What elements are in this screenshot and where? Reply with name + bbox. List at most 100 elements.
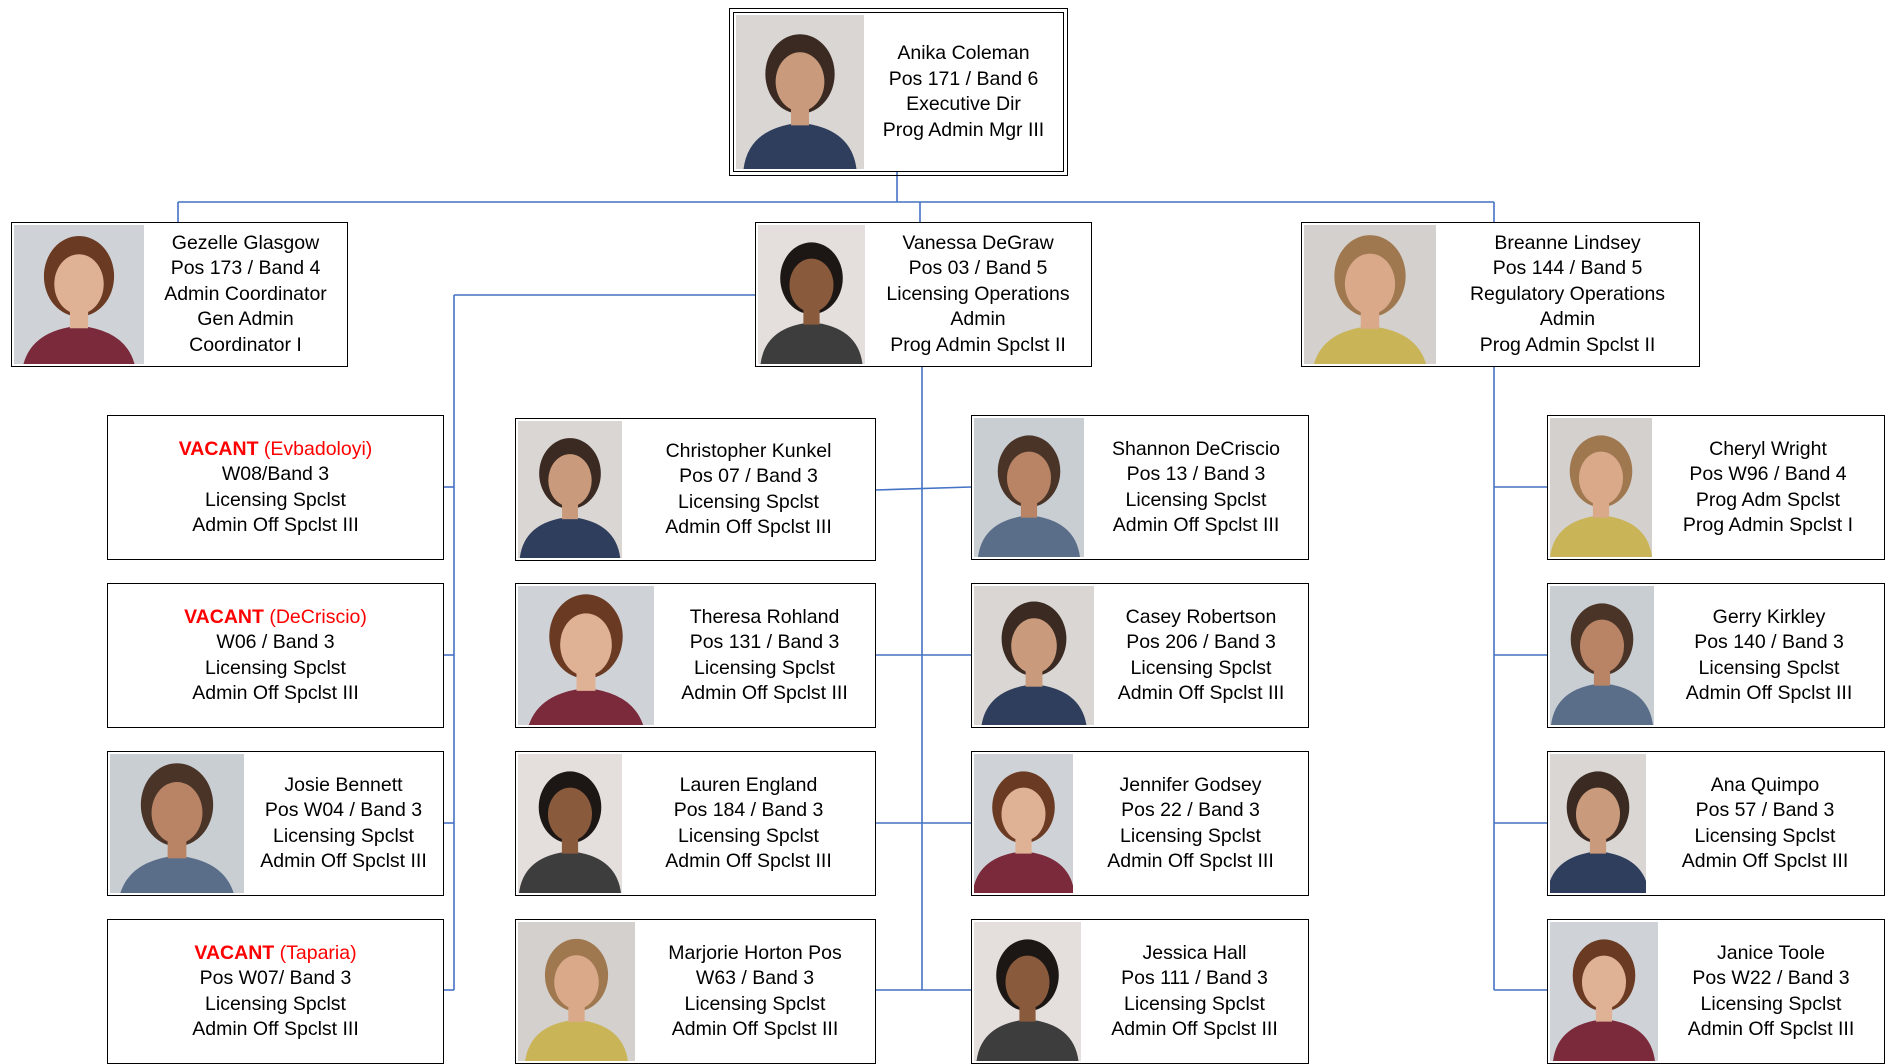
portrait-photo [1304,225,1436,364]
card-line: Pos 57 / Band 3 [1695,799,1835,821]
former-holder: (DeCriscio) [269,605,367,628]
portrait-graphic [974,754,1073,893]
person-card: Casey Robertson Pos 206 / Band 3 Licensi… [971,583,1309,728]
card-line: Prog Admin Spclst I [1682,514,1854,536]
card-line: Admin Off Spclst III [192,682,359,704]
card-line: Admin [950,308,1006,331]
person-card-manager: Breanne Lindsey Pos 144 / Band 5 Regulat… [1301,222,1700,367]
card-line: Executive Dir [906,93,1021,115]
portrait-graphic [1550,922,1658,1061]
person-name: Cheryl Wright [1709,437,1827,460]
card-line: Pos W07/ Band 3 [199,967,352,989]
former-holder: (Taparia) [279,941,357,964]
person-card: Lauren England Pos 184 / Band 3 Licensin… [515,751,876,896]
card-line: Licensing Spclst [1698,656,1840,679]
portrait-graphic [974,586,1094,725]
vacant-label: VACANT [194,941,275,964]
card-line: Coordinator I [189,333,302,356]
portrait-photo [518,754,622,893]
card-text: Casey Robertson Pos 206 / Band 3 Licensi… [1094,584,1308,727]
vacancy-title: VACANT (Taparia) [194,941,356,967]
former-holder: (Evbadoloyi) [263,437,373,460]
person-card: Gerry Kirkley Pos 140 / Band 3 Licensing… [1547,583,1885,728]
vacant-position-card: VACANT (Taparia) Pos W07/ Band 3 Licensi… [107,919,444,1064]
card-line: Admin Coordinator [164,282,327,305]
portrait-photo [1550,586,1654,725]
card-text: VACANT (Taparia) Pos W07/ Band 3 Licensi… [108,920,443,1063]
card-line: Admin [1539,308,1596,331]
vacancy-title: VACANT (DeCriscio) [184,605,367,631]
card-text: VACANT (DeCriscio) W06 / Band 3 Licensin… [108,584,443,727]
card-text: Jennifer Godsey Pos 22 / Band 3 Licensin… [1073,752,1308,895]
portrait-graphic [1304,225,1436,364]
card-line: Pos 206 / Band 3 [1126,631,1276,653]
card-line: Admin Off Spclst III [1111,1018,1278,1040]
person-name: Vanessa DeGraw [902,231,1054,254]
card-line: Licensing Spclst [694,656,835,679]
card-text: Lauren England Pos 184 / Band 3 Licensin… [622,752,875,895]
person-card: Josie Bennett Pos W04 / Band 3 Licensing… [107,751,444,896]
card-line: Licensing Spclst [1125,488,1267,511]
portrait-photo [518,421,622,558]
card-line: Licensing Spclst [1694,824,1836,847]
card-text: VACANT (Evbadoloyi) W08/Band 3 Licensing… [108,416,443,559]
card-text: Cheryl Wright Pos W96 / Band 4 Prog Adm … [1652,416,1884,559]
card-line: Licensing Spclst [205,992,346,1015]
card-line: Pos W96 / Band 4 [1689,463,1847,485]
card-line: Admin Off Spclst III [192,514,359,536]
connector-line [875,486,972,491]
card-line: Admin Off Spclst III [192,1018,359,1040]
vacant-label: VACANT [178,437,259,460]
portrait-graphic [518,922,635,1061]
portrait-graphic [974,922,1081,1061]
person-name: Casey Robertson [1125,605,1277,628]
card-text: Theresa Rohland Pos 131 / Band 3 Licensi… [654,584,875,727]
portrait-photo [974,922,1081,1061]
person-card: Ana Quimpo Pos 57 / Band 3 Licensing Spc… [1547,751,1885,896]
card-text: Ana Quimpo Pos 57 / Band 3 Licensing Spc… [1646,752,1884,895]
card-line: Admin Off Spclst III [665,516,832,538]
card-line: Licensing Spclst [1700,992,1842,1015]
person-card: Jessica Hall Pos 111 / Band 3 Licensing … [971,919,1309,1064]
portrait-photo [14,225,144,364]
person-name: Jessica Hall [1142,941,1247,964]
card-line: Licensing Spclst [684,992,826,1015]
portrait-photo [518,586,654,725]
card-line: W08/Band 3 [221,463,330,485]
portrait-photo [518,922,635,1061]
person-card: Janice Toole Pos W22 / Band 3 Licensing … [1547,919,1885,1064]
card-line: Admin Off Spclst III [1681,850,1849,872]
card-line: Regulatory Operations [1469,282,1666,305]
card-text: Gerry Kirkley Pos 140 / Band 3 Licensing… [1654,584,1884,727]
card-line: Licensing Spclst [205,488,346,511]
card-text: Vanessa DeGraw Pos 03 / Band 5 Licensing… [865,223,1091,366]
portrait-photo [1550,754,1646,893]
card-line: W63 / Band 3 [695,967,815,989]
card-line: Gen Admin [197,308,294,331]
portrait-photo [1550,922,1658,1061]
card-text: Christopher Kunkel Pos 07 / Band 3 Licen… [622,419,875,560]
card-line: Pos 173 / Band 4 [170,257,321,280]
card-line: Admin Off Spclst III [1685,682,1853,704]
portrait-graphic [110,754,244,893]
card-line: Pos 03 / Band 5 [908,257,1048,280]
card-line: Licensing Spclst [273,824,414,847]
person-card-manager: Vanessa DeGraw Pos 03 / Band 5 Licensing… [755,222,1092,367]
card-text: Janice Toole Pos W22 / Band 3 Licensing … [1658,920,1884,1063]
person-name: Gezelle Glasgow [171,231,320,254]
card-line: Prog Admin Mgr III [882,118,1045,141]
card-line: Licensing Spclst [678,490,819,513]
card-text: Shannon DeCriscio Pos 13 / Band 3 Licens… [1084,416,1308,559]
portrait-graphic [518,586,654,725]
card-line: Prog Adm Spclst [1695,488,1841,511]
portrait-photo [736,15,864,169]
card-text: Josie Bennett Pos W04 / Band 3 Licensing… [244,752,443,895]
person-name: Shannon DeCriscio [1111,437,1280,460]
person-name: Marjorie Horton Pos [668,941,842,964]
card-line: Pos 07 / Band 3 [679,465,818,487]
portrait-graphic [518,421,622,558]
vacancy-title: VACANT (Evbadoloyi) [179,437,373,463]
person-name: Ana Quimpo [1710,773,1820,796]
